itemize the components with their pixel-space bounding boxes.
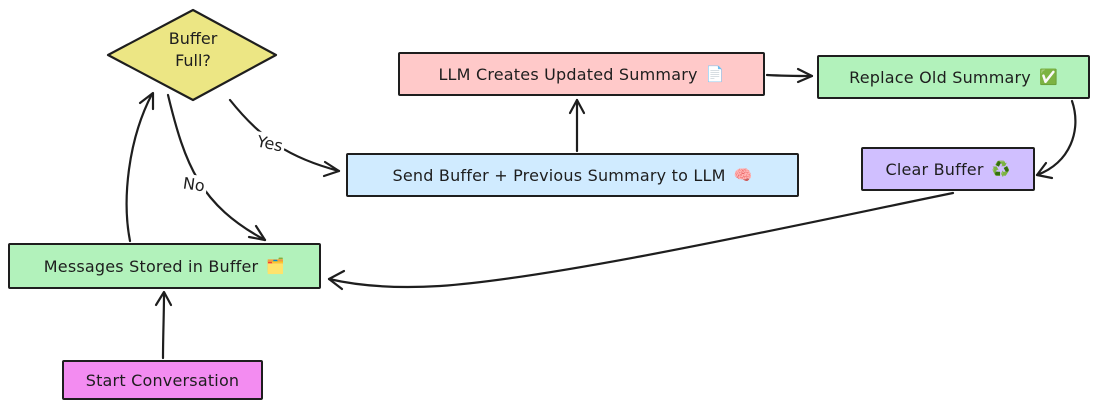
brain-icon: 🧠 bbox=[733, 166, 753, 184]
decision-label-line1: Buffer bbox=[168, 29, 218, 48]
decision-label: Buffer Full? bbox=[108, 28, 278, 72]
edge-clear-to-buffer bbox=[327, 191, 955, 289]
node-buffer-label: Messages Stored in Buffer bbox=[43, 256, 259, 276]
arrowhead-llm-to-replace bbox=[796, 67, 814, 84]
node-clear-buffer: Clear Buffer ♻️ bbox=[861, 147, 1035, 191]
edge-label-no: No bbox=[179, 173, 208, 196]
node-replace-summary: Replace Old Summary ✅ bbox=[817, 55, 1090, 99]
edge-llm-to-replace bbox=[765, 73, 814, 78]
arrowhead-decision-no bbox=[247, 224, 267, 242]
edge-start-to-buffer bbox=[161, 291, 166, 360]
node-messages-stored: Messages Stored in Buffer 🗂️ bbox=[8, 243, 321, 289]
edge-buffer-to-decision bbox=[125, 92, 154, 243]
arrowhead-send-to-llm bbox=[568, 98, 586, 115]
node-start-conversation: Start Conversation bbox=[62, 360, 263, 400]
arrowhead-decision-yes bbox=[322, 160, 341, 178]
recycle-icon: ♻️ bbox=[991, 160, 1011, 178]
checkmark-icon: ✅ bbox=[1038, 68, 1058, 86]
edge-decision-yes bbox=[228, 98, 341, 173]
document-icon: 📄 bbox=[705, 65, 725, 83]
folder-icon: 🗂️ bbox=[266, 257, 286, 275]
arrowhead-clear-to-buffer bbox=[327, 269, 346, 291]
arrowhead-replace-to-clear bbox=[1035, 161, 1054, 180]
decision-diamond bbox=[106, 8, 278, 102]
node-clear-label: Clear Buffer bbox=[885, 159, 984, 179]
edge-replace-to-clear bbox=[1035, 99, 1077, 177]
edge-decision-no bbox=[166, 93, 267, 242]
arrowhead-start-to-buffer bbox=[154, 290, 173, 307]
node-send-buffer: Send Buffer + Previous Summary to LLM 🧠 bbox=[346, 153, 799, 197]
arrowhead-buffer-to-decision bbox=[138, 91, 155, 111]
node-llm-label: LLM Creates Updated Summary bbox=[438, 64, 698, 84]
node-replace-label: Replace Old Summary bbox=[849, 67, 1031, 87]
node-llm-creates-summary: LLM Creates Updated Summary 📄 bbox=[398, 52, 765, 96]
decision-label-line2: Full? bbox=[175, 51, 211, 70]
node-send-label: Send Buffer + Previous Summary to LLM bbox=[392, 165, 726, 185]
node-start-label: Start Conversation bbox=[85, 370, 240, 390]
